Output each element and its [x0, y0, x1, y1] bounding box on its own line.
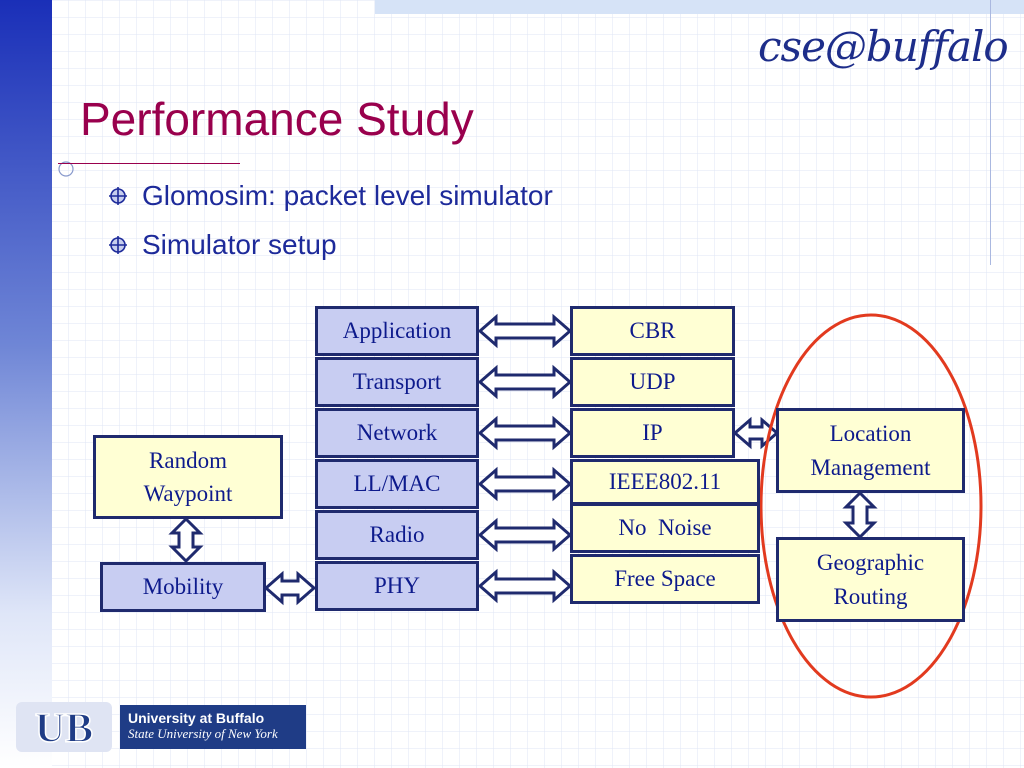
brand-logo-text: cse@buffalo: [758, 22, 1009, 71]
protocol-ieee80211: IEEE802.11: [570, 459, 760, 505]
title-ornament: [58, 161, 74, 177]
stack-layer-application: Application: [315, 306, 479, 356]
geographic-routing-box: Geographic Routing: [776, 537, 965, 622]
bullet-item: Glomosim: packet level simulator: [108, 180, 553, 212]
bullet-item: Simulator setup: [108, 229, 337, 261]
location-management-box: Location Management: [776, 408, 965, 493]
protocol-no-noise: No Noise: [570, 503, 760, 553]
bullet-text: Glomosim: packet level simulator: [142, 180, 553, 211]
bullet-text: Simulator setup: [142, 229, 337, 260]
top-accent-band: [375, 0, 1024, 14]
stack-layer-network: Network: [315, 408, 479, 458]
university-name: University at Buffalo: [128, 710, 265, 726]
crosshair-bullet-icon: [109, 236, 127, 254]
crosshair-bullet-icon: [109, 187, 127, 205]
mobility-box: Mobility: [100, 562, 266, 612]
right-accent-line: [990, 0, 991, 265]
protocol-cbr: CBR: [570, 306, 735, 356]
university-banner: University at Buffalo State University o…: [120, 705, 306, 749]
protocol-ip: IP: [570, 408, 735, 458]
university-subtitle: State University of New York: [128, 726, 278, 741]
stack-layer-llmac: LL/MAC: [315, 459, 479, 509]
ub-monogram-logo: UB: [16, 702, 112, 753]
stack-layer-radio: Radio: [315, 510, 479, 560]
title-underline: [58, 163, 240, 164]
stack-layer-phy: PHY: [315, 561, 479, 611]
protocol-free-space: Free Space: [570, 554, 760, 604]
slide-title: Performance Study: [80, 93, 474, 145]
svg-text:UB: UB: [35, 706, 93, 752]
left-accent-bar: [0, 0, 52, 768]
stack-layer-transport: Transport: [315, 357, 479, 407]
random-waypoint-box: Random Waypoint: [93, 435, 283, 519]
protocol-udp: UDP: [570, 357, 735, 407]
